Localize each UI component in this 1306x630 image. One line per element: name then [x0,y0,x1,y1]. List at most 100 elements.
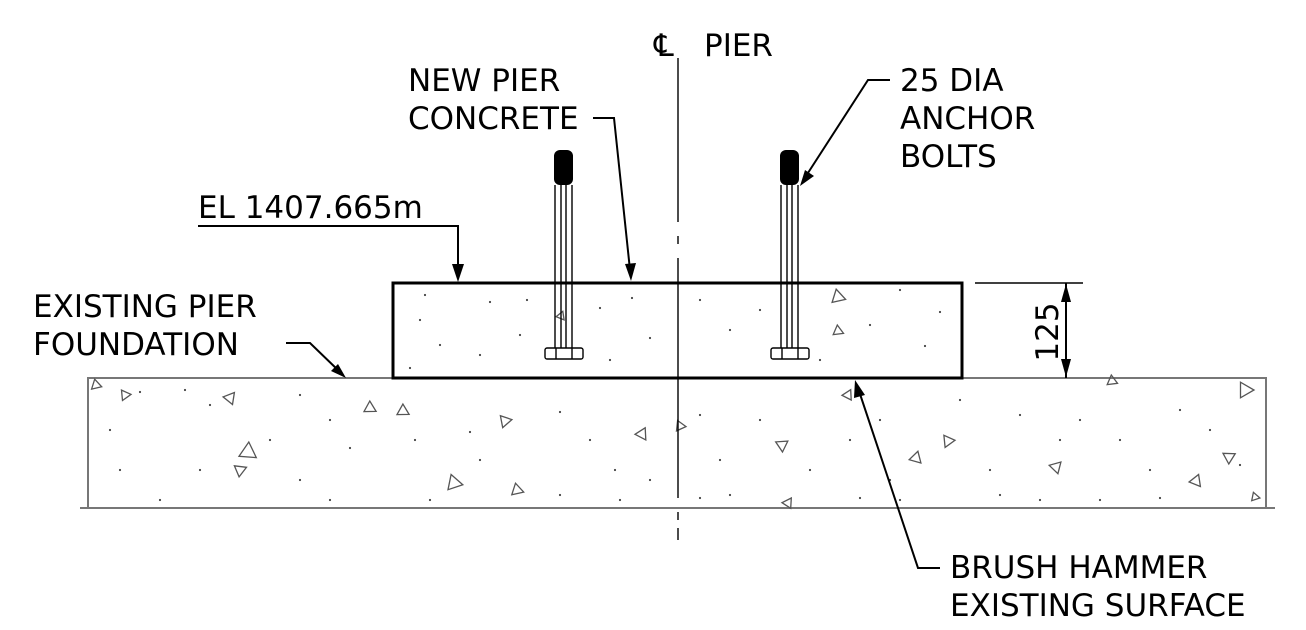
aggregate-triangle [233,465,248,479]
aggregate-triangle [1239,381,1256,399]
elevation-leader [198,225,459,270]
anchor-label-line2: ANCHOR [900,101,1035,137]
existing-foundation-outline [87,377,1267,509]
anchor-label-line3: BOLTS [900,139,997,175]
aggregate-dot [858,496,862,500]
aggregate-dot [208,403,212,407]
aggregate-dot [898,498,902,502]
aggregate-dot [183,388,187,392]
aggregate-triangle [633,426,647,441]
aggregate-dot [818,358,822,362]
aggregate-dot [328,418,332,422]
aggregate-dot [878,418,882,422]
aggregate-dot [158,498,162,502]
aggregate-dot [438,343,442,347]
bolt-nut-right [770,347,810,360]
aggregate-dot [588,438,592,442]
aggregate-dot [698,413,702,417]
new-pier-leader [593,117,631,271]
aggregate-dot [108,428,112,432]
brush-label-line2: EXISTING SURFACE [950,588,1246,624]
aggregate-dot [413,438,417,442]
aggregate-dot [1098,498,1102,502]
anchor-label-line1: 25 DIA [900,63,1004,99]
dimension-125 [975,282,1083,378]
anchor-leader-arrow [800,170,814,186]
aggregate-dot [988,468,992,472]
aggregate-dot [428,498,432,502]
aggregate-dot [758,418,762,422]
aggregate-dot [348,446,352,450]
aggregate-dot [958,398,962,402]
bolt-thread-right [780,150,799,185]
aggregate-dot [1058,438,1062,442]
aggregate-dot [848,438,852,442]
aggregate-dot [558,493,562,497]
aggregate-dot [268,438,272,442]
new-pier-label-line1: NEW PIER [408,63,560,99]
aggregate-dot [1118,438,1122,442]
aggregate-dot [1208,428,1212,432]
aggregate-dot [998,493,1002,497]
existing-leader-arrow [331,364,346,378]
aggregate-dot [648,478,652,482]
aggregate-dot [1078,418,1082,422]
elevation-leader-arrow [452,264,464,282]
aggregate-dot [488,300,492,304]
aggregate-dot [118,468,122,472]
aggregate-dot [423,293,427,297]
bolt-thread-left [554,150,573,185]
aggregate-triangle [395,402,411,416]
foundation-aggregate-texture [90,373,1262,510]
aggregate-dot [558,410,562,414]
existing-label-line2: FOUNDATION [33,327,239,363]
aggregate-dot [923,344,927,348]
existing-leader [286,342,341,373]
brush-leader [859,393,940,569]
aggregate-triangle [1250,491,1262,502]
aggregate-dot [1238,463,1242,467]
aggregate-triangle [1221,452,1237,466]
aggregate-triangle [237,440,258,459]
aggregate-dot [198,468,202,472]
aggregate-triangle [943,434,957,449]
aggregate-dot [478,458,482,462]
new-pier-leader-arrow [625,263,636,281]
aggregate-dot [630,296,634,300]
aggregate-dot [1148,468,1152,472]
aggregate-triangle [840,388,852,402]
aggregate-dot [728,493,732,497]
aggregate-dot [868,323,872,327]
aggregate-triangle [447,473,465,491]
aggregate-dot [1018,413,1022,417]
aggregate-dot [525,298,529,302]
brush-leader-arrow [854,380,865,398]
aggregate-dot [468,430,472,434]
aggregate-dot [698,496,702,500]
aggregate-dot [608,358,612,362]
anchor-bolt-left [544,150,584,360]
anchor-bolt-right [770,150,810,360]
aggregate-dot [598,306,602,310]
aggregate-dot [618,498,622,502]
aggregate-triangle [510,481,525,496]
brush-label-line1: BRUSH HAMMER [950,550,1207,586]
bolt-nut-left [544,347,584,360]
aggregate-triangle [832,323,845,336]
aggregate-dot [418,318,422,322]
aggregate-dot [138,390,142,394]
aggregate-triangle [1047,461,1062,475]
aggregate-dot [698,298,702,302]
aggregate-triangle [120,389,133,402]
aggregate-dot [758,308,762,312]
aggregate-dot [478,353,482,357]
centerline-symbol: ℄ [653,28,674,64]
aggregate-triangle [907,450,922,464]
aggregate-dot [938,310,942,314]
aggregate-dot [648,336,652,340]
aggregate-triangle [554,310,565,321]
elevation-label: EL 1407.665m [198,190,423,226]
aggregate-dot [408,366,412,370]
aggregate-triangle [675,419,688,432]
